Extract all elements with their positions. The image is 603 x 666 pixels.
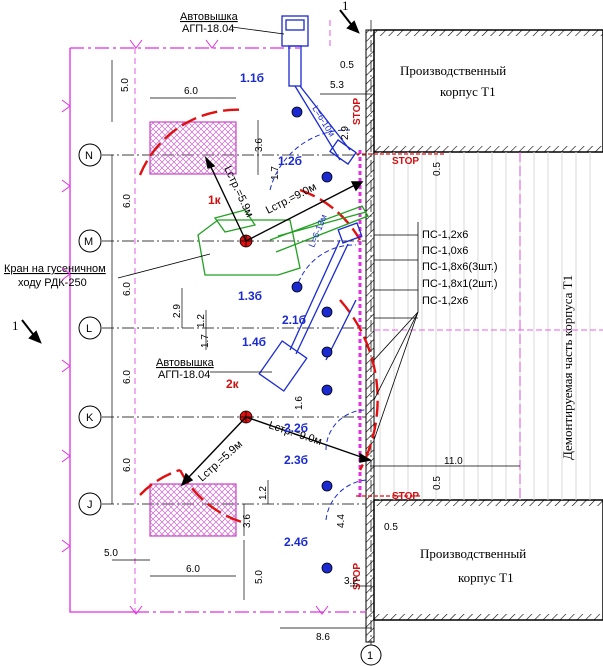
panel-item: ПС-1,2х6 bbox=[422, 295, 468, 307]
dim-1-6: 1.6 bbox=[294, 396, 305, 410]
stop-marker-top: STOP bbox=[392, 156, 419, 167]
stop-marker-top-vertical: STOP bbox=[352, 98, 363, 125]
axis-l: L bbox=[86, 323, 92, 335]
lift-position-2-1: 2.1б bbox=[282, 313, 306, 327]
lift-middle-line2: АГП-18.04 bbox=[158, 369, 210, 381]
lift-top-leader bbox=[231, 26, 285, 35]
dim-2-9-top: 2.9 bbox=[340, 126, 351, 140]
lift-position-2-3: 2.3б bbox=[284, 453, 308, 467]
panel-item: ПС-1,8х1(2шт.) bbox=[422, 278, 498, 290]
dim-0-5-low: 0.5 bbox=[432, 476, 443, 490]
reach-label-1: Lстр.=5.9м bbox=[221, 164, 255, 219]
dim-5-0-bottom-left: 5.0 bbox=[104, 548, 118, 559]
lift-reach-b: L=6-13м bbox=[307, 213, 329, 249]
dim-0-5-bottom: 0.5 bbox=[384, 522, 398, 533]
dim-1-2: 1.2 bbox=[196, 314, 207, 328]
dimension-lines bbox=[111, 60, 520, 629]
crane-label-line1: Кран на гусеничном bbox=[4, 263, 106, 275]
storage-area-bottom bbox=[149, 483, 237, 537]
dim-1-2-low: 1.2 bbox=[258, 486, 269, 500]
section-arrow-icon bbox=[21, 9, 360, 344]
lift-position-1-1: 1.1б bbox=[240, 71, 264, 85]
dim-1-7-top: 1.7 bbox=[270, 166, 281, 180]
lift-position-2-4: 2.4б bbox=[284, 535, 308, 549]
stop-marker-bottom-vertical: STOP bbox=[352, 563, 363, 590]
dim-3-2: 3.2 bbox=[344, 576, 358, 587]
grid-lines bbox=[102, 20, 372, 645]
dim-6-0-top: 6.0 bbox=[184, 86, 198, 97]
building-wall bbox=[365, 29, 603, 643]
dim-5-3: 5.3 bbox=[330, 80, 344, 91]
storage-area-top bbox=[149, 121, 237, 175]
reach-arrows bbox=[180, 155, 372, 487]
lift-position-1-4: 1.4б bbox=[242, 335, 266, 349]
axis-m: M bbox=[84, 236, 93, 248]
dim-6-0-v4: 6.0 bbox=[122, 458, 133, 472]
building-top-line2: корпус Т1 bbox=[440, 84, 496, 99]
building-bottom-line1: Производственный bbox=[420, 546, 526, 561]
dim-6-0-bottom: 6.0 bbox=[186, 564, 200, 575]
axis-j: J bbox=[87, 499, 93, 511]
aerial-lift-top bbox=[281, 15, 357, 165]
dim-8-6: 8.6 bbox=[316, 632, 330, 643]
site-boundary bbox=[69, 20, 603, 613]
crane-label-line2: ходу РДК-250 bbox=[18, 277, 87, 289]
dim-5-0-top: 5.0 bbox=[120, 78, 131, 92]
dim-6-0-v2: 6.0 bbox=[122, 282, 133, 296]
section-mark-left: 1 bbox=[12, 318, 19, 333]
lift-position-1-2: 1.2б bbox=[278, 154, 302, 168]
reach-label-2: Lстр.=9.0м bbox=[264, 181, 319, 217]
crane-reach-arcs bbox=[138, 108, 379, 525]
lift-reach-arcs bbox=[269, 129, 367, 521]
crane-position-1k: 1к bbox=[208, 193, 222, 207]
panel-item: ПС-1,0х6 bbox=[422, 245, 468, 257]
crane-label-leader bbox=[117, 253, 211, 279]
panel-list: ПС-1,2х6 ПС-1,0х6 ПС-1,8х6(3шт.) ПС-1,8х… bbox=[417, 222, 498, 312]
dim-1-7: 1.7 bbox=[200, 334, 211, 348]
lift-position-1-3: 1.3б bbox=[238, 289, 262, 303]
lift-points bbox=[291, 106, 333, 574]
lift-position-2-2: 2.2б bbox=[284, 421, 308, 435]
lift-top-line1: Автовышка bbox=[180, 11, 239, 23]
crane-position-2k: 2к bbox=[226, 377, 240, 391]
section-mark-top: 1 bbox=[342, 0, 349, 13]
dim-5-0-bottom: 5.0 bbox=[254, 570, 265, 584]
boundary-arrow-marks bbox=[61, 39, 329, 615]
dim-6-0-v3: 6.0 bbox=[122, 370, 133, 384]
grid-bubbles bbox=[78, 143, 382, 666]
stop-lines bbox=[356, 153, 446, 497]
panel-item: ПС-1,2х6 bbox=[422, 229, 468, 241]
dim-0-5-right: 0.5 bbox=[432, 162, 443, 176]
lift-middle-line1: Автовышка bbox=[156, 357, 215, 369]
axis-n: N bbox=[85, 150, 93, 162]
dim-4-4: 4.4 bbox=[336, 514, 347, 528]
lift-top-line2: АГП-18.04 bbox=[182, 23, 234, 35]
panel-leaders bbox=[373, 234, 419, 441]
dim-3-6-top: 3.6 bbox=[254, 138, 265, 152]
dim-2-9: 2.9 bbox=[172, 304, 183, 318]
dim-0-5-top: 0.5 bbox=[340, 60, 354, 71]
building-top-line1: Производственный bbox=[400, 63, 506, 78]
demolished-label: Демонтируемая часть корпуса Т1 bbox=[560, 275, 575, 460]
dim-3-6-low: 3.6 bbox=[242, 514, 253, 528]
axis-1: 1 bbox=[367, 650, 373, 662]
building-bottom-line2: корпус Т1 bbox=[458, 570, 514, 585]
crawler-crane bbox=[197, 205, 369, 276]
dim-11-0: 11.0 bbox=[444, 456, 463, 467]
stop-marker-bottom: STOP bbox=[392, 491, 419, 502]
dim-6-0-v1: 6.0 bbox=[122, 194, 133, 208]
panel-item: ПС-1,8х6(3шт.) bbox=[422, 261, 498, 273]
axis-k: K bbox=[86, 412, 94, 424]
